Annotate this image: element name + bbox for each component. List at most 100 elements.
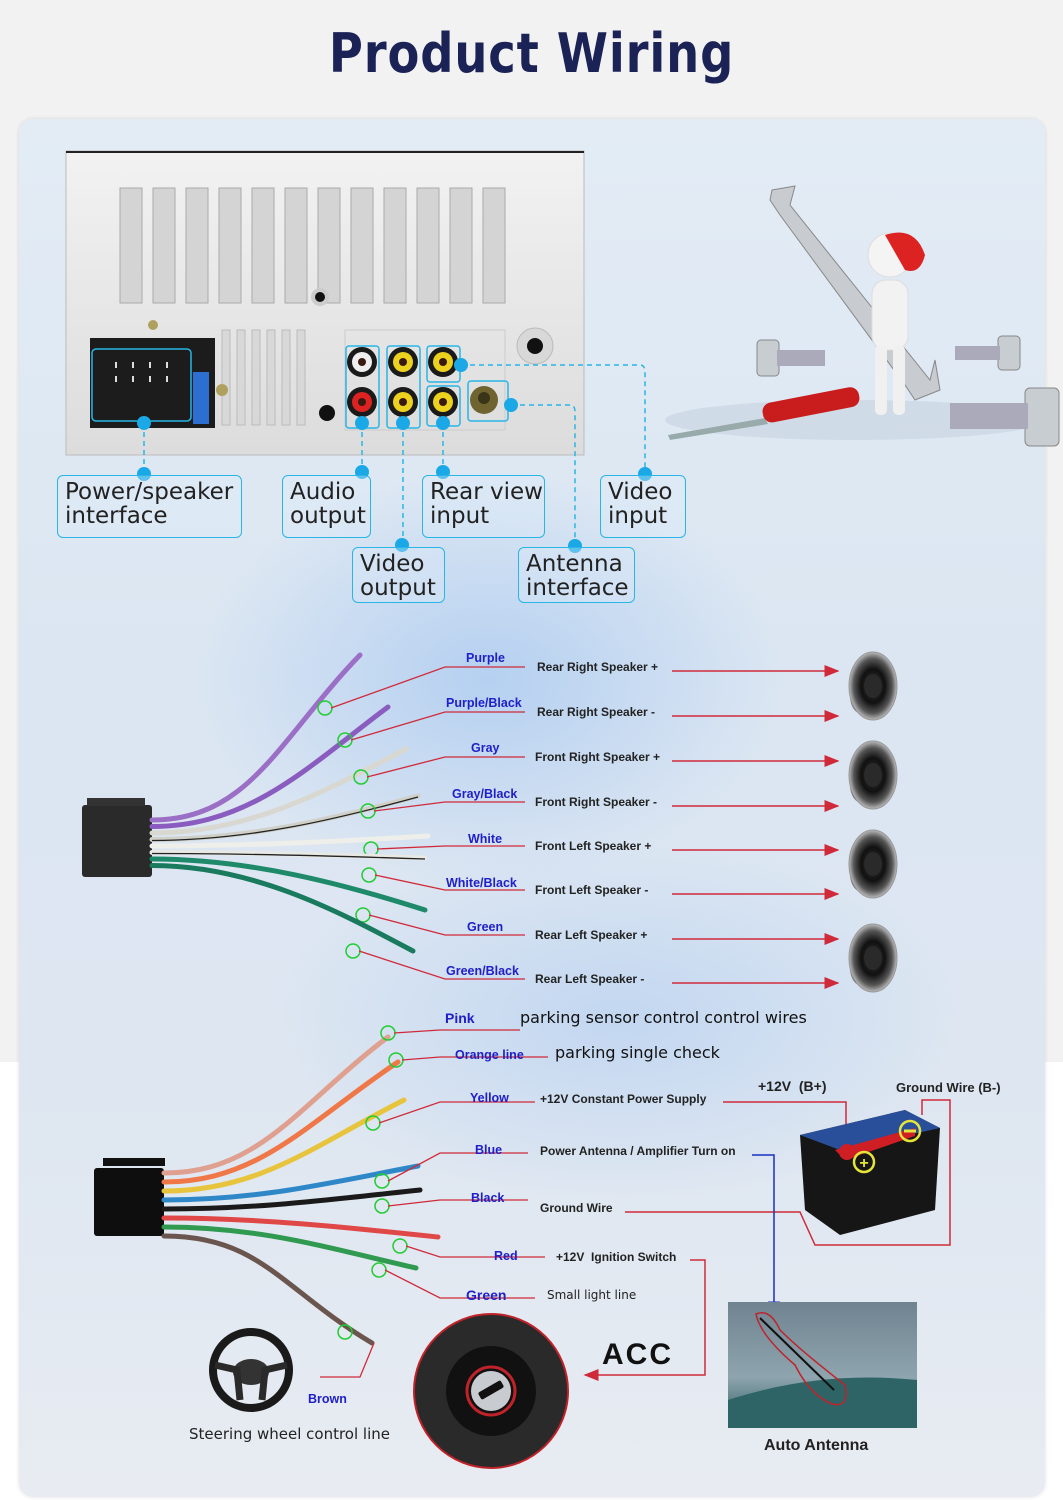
wire-color-label: White	[468, 832, 503, 846]
speaker-harness-connector	[82, 805, 152, 877]
bolt-icon	[756, 339, 825, 377]
power-wire-5	[161, 1215, 545, 1258]
callout-text: Rear view input	[430, 479, 543, 529]
wire-function-label: parking sensor control control wires	[520, 1008, 807, 1027]
connection-marker	[345, 943, 361, 959]
speaker-wire-2	[149, 746, 840, 836]
power-wire-3	[161, 1152, 528, 1203]
leader-line	[320, 1342, 375, 1378]
callout-text: Audio output	[290, 479, 366, 529]
speaker-wire-1	[149, 704, 840, 829]
connection-marker	[337, 1324, 353, 1340]
steering-wheel-caption: Steering wheel control line	[189, 1425, 390, 1443]
wire-color-label: Purple	[466, 651, 505, 665]
callout-text: Video output	[360, 551, 436, 601]
wire-color-label: Pink	[445, 1010, 475, 1026]
wire-color-label: Gray	[471, 741, 500, 755]
power-wire-1	[161, 1052, 548, 1185]
callout-video-output: Video output	[352, 547, 445, 603]
wire-color-label: Green	[466, 1287, 507, 1303]
wire-color-label: White/Black	[446, 876, 517, 890]
wire-function-label: +12V Constant Power Supply	[540, 1092, 707, 1106]
wire-function-label: Rear Right Speaker +	[537, 660, 659, 674]
speaker-icon	[848, 740, 898, 810]
wire-function-label: Front Right Speaker -	[535, 795, 658, 809]
connection-marker	[374, 1198, 390, 1214]
wire-color-label: Yellow	[470, 1091, 509, 1105]
battery-negative-label: Ground Wire (B-)	[896, 1080, 1001, 1095]
power-wire-4	[161, 1187, 528, 1214]
auto-antenna-caption: Auto Antenna	[764, 1437, 869, 1454]
wire-color-label: Red	[494, 1249, 518, 1263]
leader-line	[384, 1269, 535, 1299]
connection-marker	[317, 700, 333, 716]
connection-marker	[392, 1238, 408, 1254]
acc-label: ACC	[602, 1338, 673, 1371]
power-harness-connector	[94, 1168, 164, 1236]
leader-line	[387, 1152, 528, 1182]
heatsink-fins	[119, 187, 506, 426]
svg-text:+: +	[859, 1155, 868, 1172]
connection-marker	[361, 867, 377, 883]
wire-color-label: Orange line	[455, 1048, 524, 1062]
wire-color-label: Brown	[308, 1392, 347, 1406]
leader-line	[366, 756, 525, 778]
connection-marker	[374, 1173, 390, 1189]
antenna-connection	[752, 1154, 780, 1317]
wire-function-label: Front Left Speaker +	[535, 839, 652, 853]
wire-color-label: Gray/Black	[452, 787, 518, 801]
wire-function-label: Small light line	[547, 1288, 637, 1302]
wire-function-label: +12V Ignition Switch	[556, 1250, 677, 1264]
power-wire-2	[161, 1097, 535, 1194]
ignition-switch-icon	[413, 1313, 569, 1469]
power-harness	[94, 1025, 548, 1378]
wire-function-label: Front Left Speaker -	[535, 883, 649, 897]
leader-line	[405, 1245, 545, 1258]
steering-wheel-icon	[209, 1328, 293, 1412]
speaker-wire-5	[149, 850, 840, 900]
leader-line	[373, 801, 525, 812]
speaker-icon	[848, 923, 898, 993]
car-battery-icon: +	[800, 1110, 940, 1235]
speaker-wire-3	[149, 793, 840, 842]
wire-function-label: Front Right Speaker +	[535, 750, 661, 764]
wire-function-label: parking single check	[555, 1043, 720, 1062]
wire-color-label: Green/Black	[446, 964, 519, 978]
wrench-icon	[769, 185, 941, 401]
bolt-icon	[955, 335, 1021, 371]
wire-color-label: Purple/Black	[446, 696, 522, 710]
leader-line	[393, 1029, 520, 1034]
callout-antenna-interface: Antenna interface	[518, 547, 635, 603]
speaker-icon	[848, 829, 898, 899]
callout-text: Antenna interface	[526, 551, 629, 601]
callout-power-speaker-interface: Power/speaker interface	[57, 475, 242, 538]
wire-function-label: Rear Left Speaker -	[535, 972, 645, 986]
wire-color-label: Black	[471, 1191, 505, 1205]
leader-line	[330, 666, 525, 709]
power-wire-6	[161, 1224, 535, 1299]
power-wire-0	[161, 1025, 520, 1176]
leader-line	[376, 845, 525, 850]
leader-line	[378, 1101, 535, 1124]
page-title: Product Wiring	[328, 22, 735, 85]
leader-line	[387, 1199, 528, 1207]
tools-illustration	[665, 185, 1060, 447]
leader-line	[401, 1056, 548, 1061]
leader-line	[368, 914, 525, 936]
speaker-wire-6	[149, 856, 840, 945]
screwdriver-icon	[762, 387, 860, 423]
connection-marker	[371, 1262, 387, 1278]
leader-line	[358, 950, 525, 980]
speaker-harness	[82, 651, 898, 993]
speaker-icon	[848, 651, 898, 721]
wire-function-label: Rear Left Speaker +	[535, 928, 648, 942]
power-wire-7	[161, 1233, 375, 1378]
wire-function-label: Rear Right Speaker -	[537, 705, 656, 719]
callout-rear-view-input: Rear view input	[422, 475, 545, 538]
bolt-icon	[950, 387, 1060, 447]
callout-text: Power/speaker interface	[65, 479, 234, 529]
wire-color-label: Blue	[475, 1143, 503, 1157]
callout-video-input: Video input	[600, 475, 686, 538]
leader-line	[350, 711, 525, 741]
